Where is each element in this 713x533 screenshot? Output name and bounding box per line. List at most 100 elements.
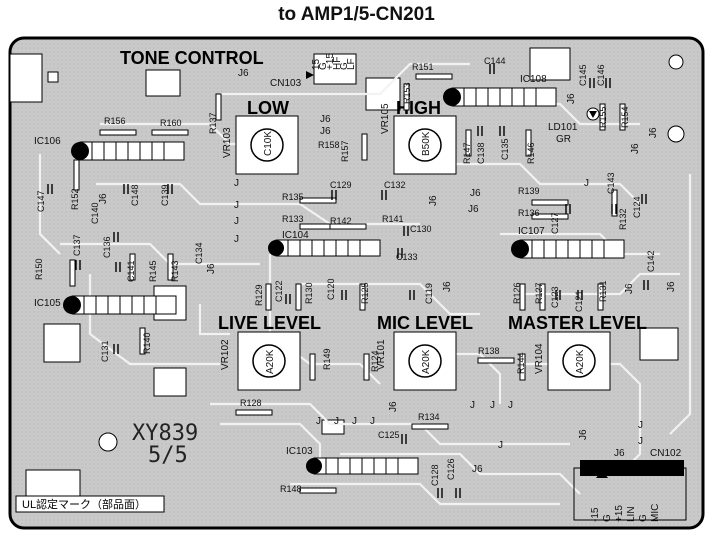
svg-text:J6: J6 [442,281,453,292]
svg-text:J6: J6 [388,401,399,412]
svg-text:C141: C141 [126,260,136,282]
pot-vr101-value: A20K [421,349,432,374]
svg-text:J: J [584,178,589,189]
led-color: GR [556,134,571,145]
svg-text:LF: LF [346,58,357,70]
svg-text:C129: C129 [330,180,352,190]
svg-text:C134: C134 [194,242,204,264]
svg-text:J6: J6 [206,263,217,274]
svg-text:R137: R137 [208,112,218,134]
ic107-label: IC107 [518,226,545,237]
pot-vr101: A20K VR101 [376,331,457,391]
cn102-label: CN102 [650,448,682,459]
svg-text:R140: R140 [142,332,152,354]
svg-text:J6: J6 [320,126,331,137]
svg-text:C142: C142 [646,250,656,272]
capacitor-bodies [47,64,649,498]
cn102-connector: CN102 J6 -15 G +15 LIN G MIC [573,448,687,522]
svg-text:J: J [470,400,475,411]
svg-text:J6: J6 [472,464,483,475]
svg-text:C144: C144 [484,56,506,66]
svg-text:J6: J6 [470,188,481,199]
svg-text:J6: J6 [566,93,577,104]
pot-vr103-value: C10K [263,131,274,156]
pot-vr101-ref: VR101 [376,339,387,370]
svg-text:J: J [508,400,513,411]
svg-text:J6: J6 [630,143,641,154]
svg-text:J: J [316,416,321,427]
svg-text:J6: J6 [98,193,109,204]
svg-text:J: J [490,400,495,411]
tone-control-title: TONE CONTROL [120,48,264,68]
component-labels: R156 R160 R137 R151 C144 R153 C145 C146 … [34,56,656,494]
svg-text:R129: R129 [254,284,264,306]
pcb-board: TONE CONTROL LOW HIGH LIVE LEVEL MIC LEV… [8,36,705,530]
svg-text:+15: +15 [614,505,625,522]
ul-note: UL認定マーク（部品面） [22,497,146,511]
ic106-chip: IC106 [34,136,185,161]
cn103-label: CN103 [270,78,302,89]
svg-text:15: 15 [311,58,322,70]
connector-destination-label: to AMP1/5-CN201 [278,4,435,25]
svg-text:R133: R133 [282,214,304,224]
svg-text:J: J [334,416,339,427]
svg-text:HF: HF [332,57,343,70]
svg-text:R144: R144 [516,352,526,374]
svg-text:G: G [602,514,613,522]
svg-text:J: J [638,420,643,431]
svg-text:R135: R135 [282,192,304,202]
svg-text:R134: R134 [418,412,440,422]
svg-text:J: J [638,436,643,447]
led-ld101: LD101 GR [548,107,600,145]
svg-text:C136: C136 [102,236,112,258]
svg-text:G: G [638,514,649,522]
jumper-j6-group: J6 J6 J6 J6 J6 J6 J6 J6 J6 J6 J6 J6 J6 J… [98,68,677,475]
svg-text:R160: R160 [160,118,182,128]
svg-text:R131: R131 [598,280,608,302]
resistor-bodies [69,73,626,494]
pot-vr103-ref: VR103 [222,127,233,158]
svg-text:R153: R153 [402,82,412,104]
svg-text:R138: R138 [478,346,500,356]
svg-text:R125: R125 [360,282,370,304]
svg-text:J: J [498,440,503,451]
svg-text:C135: C135 [500,138,510,160]
svg-text:J6: J6 [624,283,635,294]
svg-text:R127: R127 [534,282,544,304]
svg-text:R139: R139 [518,186,540,196]
pot-vr102-ref: VR102 [220,339,231,370]
pot-vr102: A20K VR102 [220,331,301,391]
svg-text:C121: C121 [574,290,584,312]
svg-text:C130: C130 [410,224,432,234]
svg-text:R145: R145 [148,260,158,282]
svg-text:J6: J6 [428,195,439,206]
ul-note-box [15,495,165,513]
ic105-chip: IC105 [34,295,177,315]
low-title: LOW [247,98,289,118]
svg-text:R152: R152 [70,188,80,210]
svg-text:C131: C131 [100,340,110,362]
svg-text:C122: C122 [274,280,284,302]
board-id: XY839 [132,421,198,446]
svg-text:C140: C140 [90,202,100,224]
svg-text:-15: -15 [590,507,601,522]
board-cutouts [9,47,685,497]
pot-vr102-value: A20K [265,349,276,374]
svg-text:R158: R158 [318,140,340,150]
svg-text:C126: C126 [446,458,456,480]
svg-text:C147: C147 [36,190,46,212]
svg-text:J6: J6 [614,448,625,459]
ic105-label: IC105 [34,298,61,309]
svg-text:C125: C125 [378,430,400,440]
svg-text:C146: C146 [596,64,606,86]
svg-text:C145: C145 [578,64,588,86]
led-ref: LD101 [548,122,578,133]
ic108-chip: IC108 [443,74,557,107]
svg-text:J6: J6 [578,429,589,440]
svg-text:J6: J6 [238,68,249,79]
pot-vr105: B50K VR105 [380,103,457,175]
svg-text:J6: J6 [666,281,677,292]
svg-text:R150: R150 [34,258,44,280]
svg-text:J: J [234,216,239,227]
svg-text:R156: R156 [104,116,126,126]
